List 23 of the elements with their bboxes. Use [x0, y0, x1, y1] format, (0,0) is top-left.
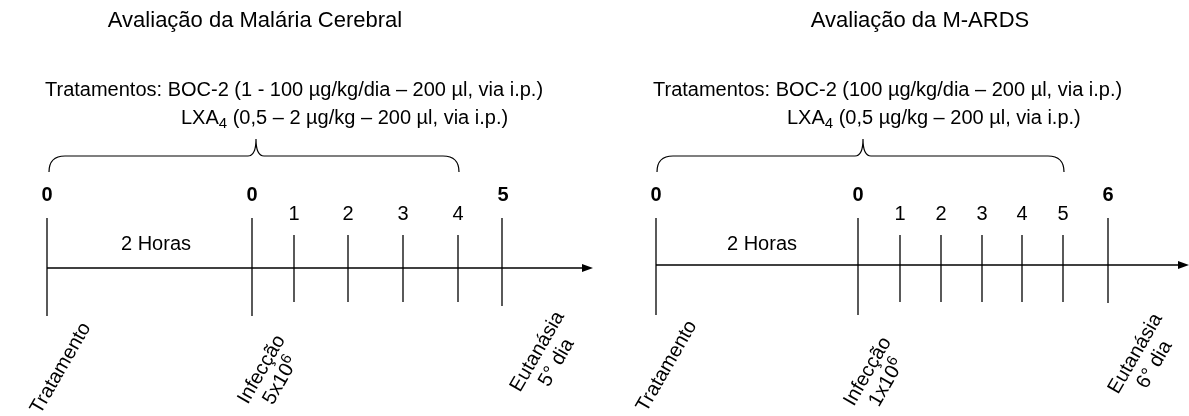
interval-label: 2 Horas — [121, 231, 191, 255]
treatment-note: LXA$_{4}$ (0,5 – 2 µg/kg – 200 µl, via i.p.) — [181, 105, 509, 129]
interval-label: 2 Horas — [727, 231, 797, 255]
tick-label: 3 — [397, 201, 409, 225]
tick-label: 1 — [288, 201, 300, 225]
tick-label: 2 — [342, 201, 354, 225]
tick-label: 5 — [497, 182, 509, 206]
tick-label: 0 — [41, 182, 53, 206]
panel-title: Avaliação da Malária Cerebral — [107, 6, 403, 34]
treatment-note: LXA$_{4}$ (0,5 µg/kg – 200 µl, via i.p.) — [787, 105, 1081, 129]
tick-label: 5 — [1057, 201, 1069, 225]
tick-label: 2 — [935, 201, 947, 225]
tick-label: 0 — [852, 182, 864, 206]
tick-label: 3 — [976, 201, 988, 225]
treatment-note: Tratamentos: BOC-2 (100 µg/kg/dia – 200 µl, via i.p.) — [653, 77, 1123, 101]
tick-label: 6 — [1102, 182, 1114, 206]
panel-title: Avaliação da M-ARDS — [810, 6, 1030, 34]
treatment-note: Tratamentos: BOC-2 (1 - 100 µg/kg/dia – 200 µl, via i.p.) — [45, 77, 544, 101]
tick-label: 0 — [246, 182, 258, 206]
tick-label: 0 — [650, 182, 662, 206]
tick-label: 1 — [894, 201, 906, 225]
tick-label: 4 — [1016, 201, 1028, 225]
tick-label: 4 — [452, 201, 464, 225]
